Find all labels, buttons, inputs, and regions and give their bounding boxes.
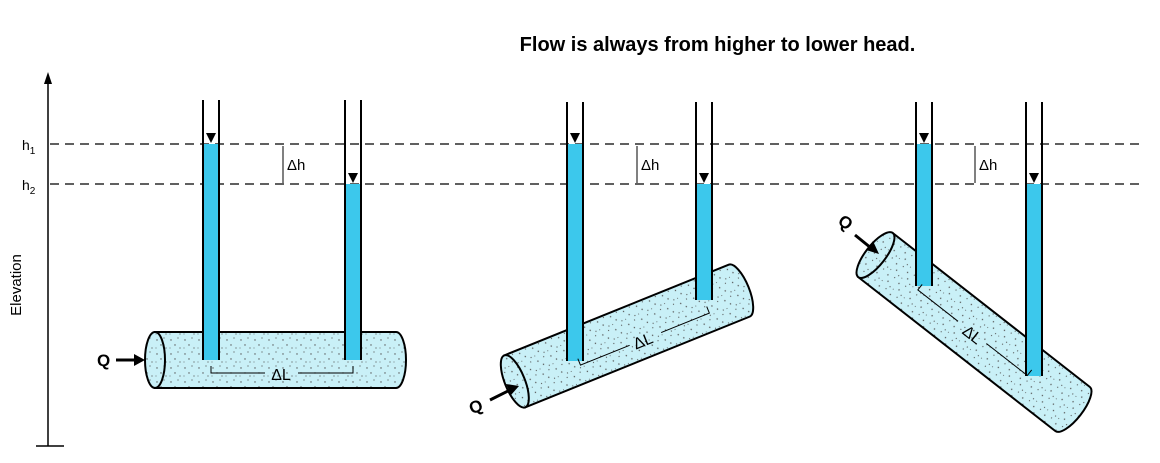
- delta-l-bracket-2: [577, 306, 711, 366]
- elevation-label: Elevation: [8, 254, 25, 316]
- flow-q-label-2: Q: [466, 396, 485, 419]
- delta-l-bracket-1: [210, 366, 354, 374]
- setup-horizontal: Δh ΔL Q: [97, 100, 407, 389]
- diagram-title: Flow is always from higher to lower head…: [519, 34, 916, 56]
- flow-arrow-1: [116, 354, 145, 366]
- delta-l-label-2: ΔL: [631, 330, 656, 353]
- elevation-axis: [36, 72, 64, 447]
- piezometer-2b: [695, 102, 713, 300]
- setup-tilted-down: Δh ΔL Q: [834, 102, 1093, 433]
- flow-q-label-1: Q: [97, 351, 110, 370]
- delta-h-label-1: Δh: [287, 157, 305, 174]
- delta-l-bracket-3: [917, 284, 1033, 377]
- flow-q-label-3: Q: [834, 211, 856, 234]
- piezometer-2a: [566, 102, 584, 361]
- h2-label: h2: [22, 177, 36, 197]
- delta-h-label-2: Δh: [641, 157, 659, 174]
- flow-arrow-3: [854, 233, 879, 254]
- setup-tilted-up: Δh ΔL Q: [466, 102, 755, 419]
- piezometer-1a: [202, 100, 220, 360]
- piezometer-3b: [1025, 102, 1043, 376]
- piezometer-1b: [344, 100, 362, 360]
- delta-l-label-1: ΔL: [271, 367, 291, 384]
- pipe-tilted-up: [499, 263, 755, 409]
- piezometer-3a: [915, 102, 933, 286]
- h1-label: h1: [22, 137, 36, 157]
- delta-h-label-3: Δh: [979, 157, 997, 174]
- flow-arrow-2: [489, 384, 519, 402]
